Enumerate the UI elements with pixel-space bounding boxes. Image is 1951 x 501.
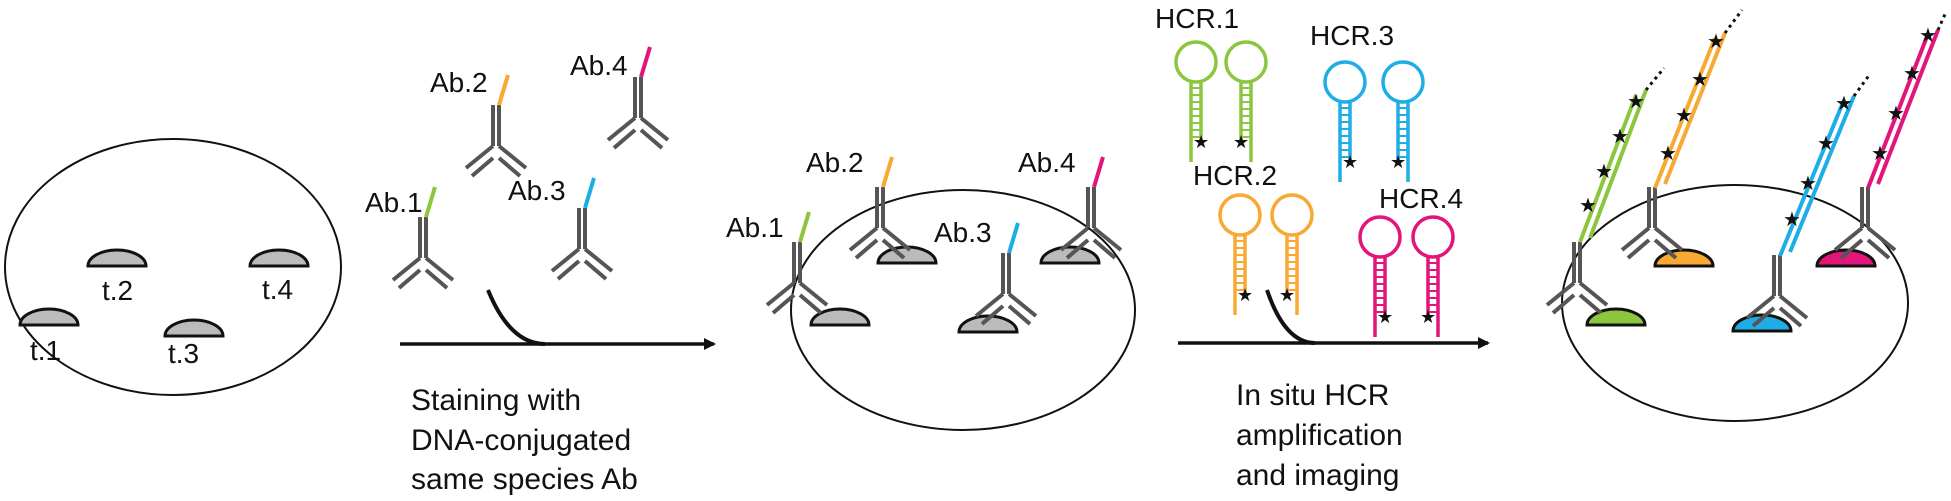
svg-text:★: ★ xyxy=(1887,103,1905,125)
hairpin-label: HCR.2 xyxy=(1193,160,1277,191)
cell-outline xyxy=(790,189,1136,431)
hairpin-label: HCR.4 xyxy=(1379,183,1463,214)
svg-text:★: ★ xyxy=(1611,126,1629,148)
hairpin: ★ xyxy=(1174,40,1218,162)
svg-text:★: ★ xyxy=(1390,152,1406,172)
svg-text:★: ★ xyxy=(1595,161,1613,183)
target-t2: t.2 xyxy=(86,248,148,306)
antibody-ab3: Ab.3 xyxy=(934,217,1038,326)
hairpin: ★ xyxy=(1270,193,1314,315)
target-t3: t.3 xyxy=(163,318,225,369)
antibody-ab4-bound xyxy=(1833,187,1897,260)
svg-text:★: ★ xyxy=(1691,69,1709,91)
target-t4: t.4 xyxy=(248,248,310,305)
svg-text:★: ★ xyxy=(1659,143,1677,165)
antibody-ab2-bound xyxy=(1620,187,1684,260)
target-label: t.1 xyxy=(30,335,61,366)
antibody-ab2: Ab.2 xyxy=(430,67,528,178)
antibody-ab3: Ab.3 xyxy=(508,175,614,281)
antibody-ab3-bound xyxy=(1745,255,1809,328)
svg-text:★: ★ xyxy=(1817,133,1835,155)
svg-text:★: ★ xyxy=(1707,31,1725,53)
step-1-arrow-curve xyxy=(486,289,546,346)
hairpin-group-hcr4: ★ ★ HCR.4 xyxy=(1358,183,1463,337)
antibody-label: Ab.2 xyxy=(430,67,488,98)
step-2-caption-line: amplification xyxy=(1236,419,1403,452)
target-label: t.2 xyxy=(102,275,133,306)
antibody-ab2: Ab.2 xyxy=(806,147,912,260)
target-t1: t.1 xyxy=(18,307,80,366)
svg-text:★: ★ xyxy=(1903,63,1921,85)
step-1-caption-line: Staining with xyxy=(411,384,581,417)
svg-text:★: ★ xyxy=(1675,105,1693,127)
svg-text:★: ★ xyxy=(1193,132,1209,152)
cell-outline xyxy=(1561,184,1909,422)
hairpin: ★ xyxy=(1358,215,1402,337)
hairpin: ★ xyxy=(1224,40,1268,162)
step-2-caption-line: and imaging xyxy=(1236,459,1399,492)
svg-text:★: ★ xyxy=(1919,25,1937,47)
hairpin: ★ xyxy=(1381,60,1425,182)
target-bound xyxy=(809,307,871,327)
antibody-label: Ab.3 xyxy=(934,217,992,248)
hairpin-group-hcr1: ★ ★ HCR.1 xyxy=(1155,3,1268,162)
antibody-ab1: Ab.1 xyxy=(365,186,455,290)
hcr-polymer-magenta: ★ ★ ★ ★ xyxy=(1866,11,1948,189)
cell-outline xyxy=(4,138,342,396)
target-ab2-color xyxy=(1653,248,1715,268)
antibody-label: Ab.3 xyxy=(508,175,566,206)
hairpin-group-hcr3: ★ ★ HCR.3 xyxy=(1310,20,1425,182)
hairpin-label: HCR.1 xyxy=(1155,3,1239,34)
antibody-label: Ab.1 xyxy=(726,212,784,243)
hairpin: ★ xyxy=(1411,215,1455,337)
svg-text:★: ★ xyxy=(1871,143,1889,165)
antibody-label: Ab.4 xyxy=(1018,147,1076,178)
hcr-polymer-orange: ★ ★ ★ ★ xyxy=(1653,9,1744,189)
svg-text:★: ★ xyxy=(1627,91,1645,113)
svg-text:★: ★ xyxy=(1342,152,1358,172)
step-2: ★ ★ HCR.1 ★ xyxy=(1155,3,1490,492)
stage-1-cell: t.1 t.2 t.3 t.4 xyxy=(4,138,342,396)
antibody-label: Ab.2 xyxy=(806,147,864,178)
hairpin-label: HCR.3 xyxy=(1310,20,1394,51)
svg-text:★: ★ xyxy=(1377,307,1393,327)
step-2-caption-line: In situ HCR xyxy=(1236,379,1389,412)
svg-text:★: ★ xyxy=(1835,93,1853,115)
antibody-ab1: Ab.1 xyxy=(726,211,829,315)
antibody-ab1-bound xyxy=(1545,242,1609,315)
antibody-ab4: Ab.4 xyxy=(1018,147,1123,260)
svg-text:★: ★ xyxy=(1579,195,1597,217)
target-label: t.3 xyxy=(168,338,199,369)
svg-text:★: ★ xyxy=(1420,307,1436,327)
svg-text:★: ★ xyxy=(1783,209,1801,231)
hairpin-group-hcr2: ★ ★ HCR.2 xyxy=(1193,160,1314,315)
step-2-arrow-curve xyxy=(1265,289,1316,345)
svg-text:★: ★ xyxy=(1237,285,1253,305)
stage-3-cell: ★ ★ ★ ★ ★ ★ ★ ★ ★ ★ ★ ★ ★ ★ xyxy=(1545,9,1948,422)
target-ab1-color xyxy=(1585,307,1647,327)
hairpin: ★ xyxy=(1218,193,1262,315)
antibody-ab4: Ab.4 xyxy=(570,46,670,150)
svg-text:★: ★ xyxy=(1233,132,1249,152)
hcr-polymer-green: ★ ★ ★ ★ xyxy=(1578,67,1666,243)
svg-text:★: ★ xyxy=(1799,173,1817,195)
antibody-label: Ab.1 xyxy=(365,187,423,218)
target-label: t.4 xyxy=(262,274,293,305)
step-1: Ab.2 Ab.4 Ab.1 xyxy=(365,46,716,496)
step-1-caption-line: same species Ab xyxy=(411,463,638,496)
stage-2-cell: Ab.2 Ab.4 Ab.3 xyxy=(726,147,1136,431)
hairpin: ★ xyxy=(1323,60,1367,182)
hcr-polymer-blue: ★ ★ ★ ★ xyxy=(1778,73,1872,257)
antibody-label: Ab.4 xyxy=(570,50,628,81)
svg-text:★: ★ xyxy=(1279,285,1295,305)
step-1-caption-line: DNA-conjugated xyxy=(411,424,631,457)
